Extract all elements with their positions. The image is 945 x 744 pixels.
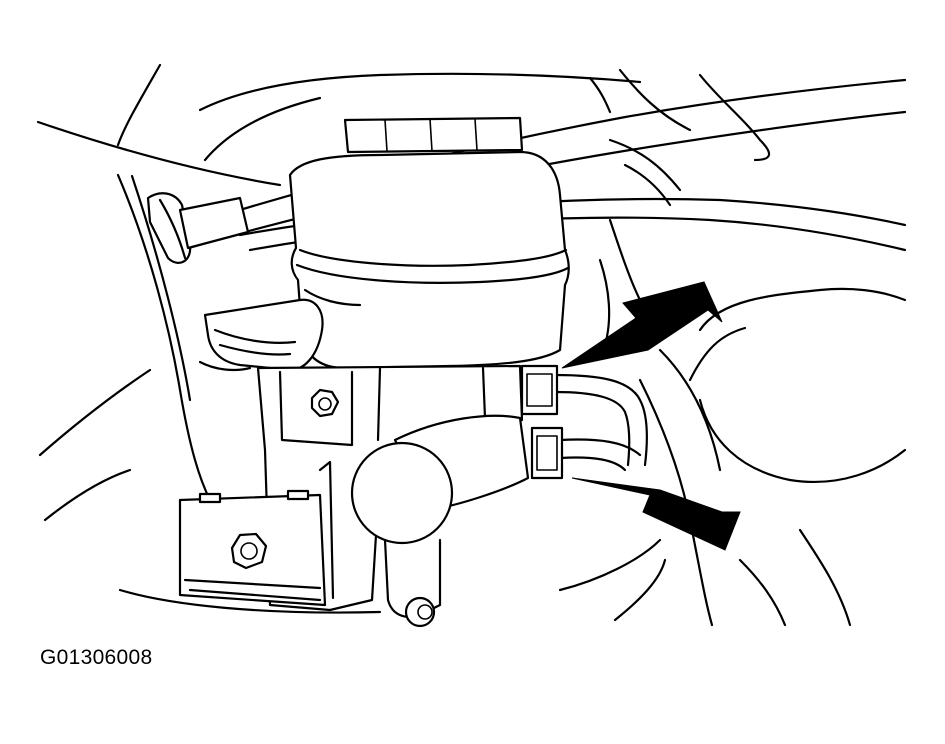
engine-bay-background bbox=[36, 63, 907, 627]
brake-fluid-reservoir bbox=[288, 116, 570, 370]
arrow-to-upper-fitting bbox=[561, 281, 723, 369]
figure-code: G01306008 bbox=[40, 646, 153, 669]
brake-lines bbox=[520, 364, 648, 480]
lower-bracket bbox=[178, 460, 335, 607]
callout-arrows bbox=[561, 281, 741, 551]
mounting-nut-upper bbox=[310, 388, 340, 418]
bracket-bolt bbox=[230, 532, 268, 570]
reservoir-clip bbox=[198, 298, 324, 372]
arrow-to-lower-fitting bbox=[571, 477, 741, 551]
proportioning-valve bbox=[350, 414, 530, 628]
